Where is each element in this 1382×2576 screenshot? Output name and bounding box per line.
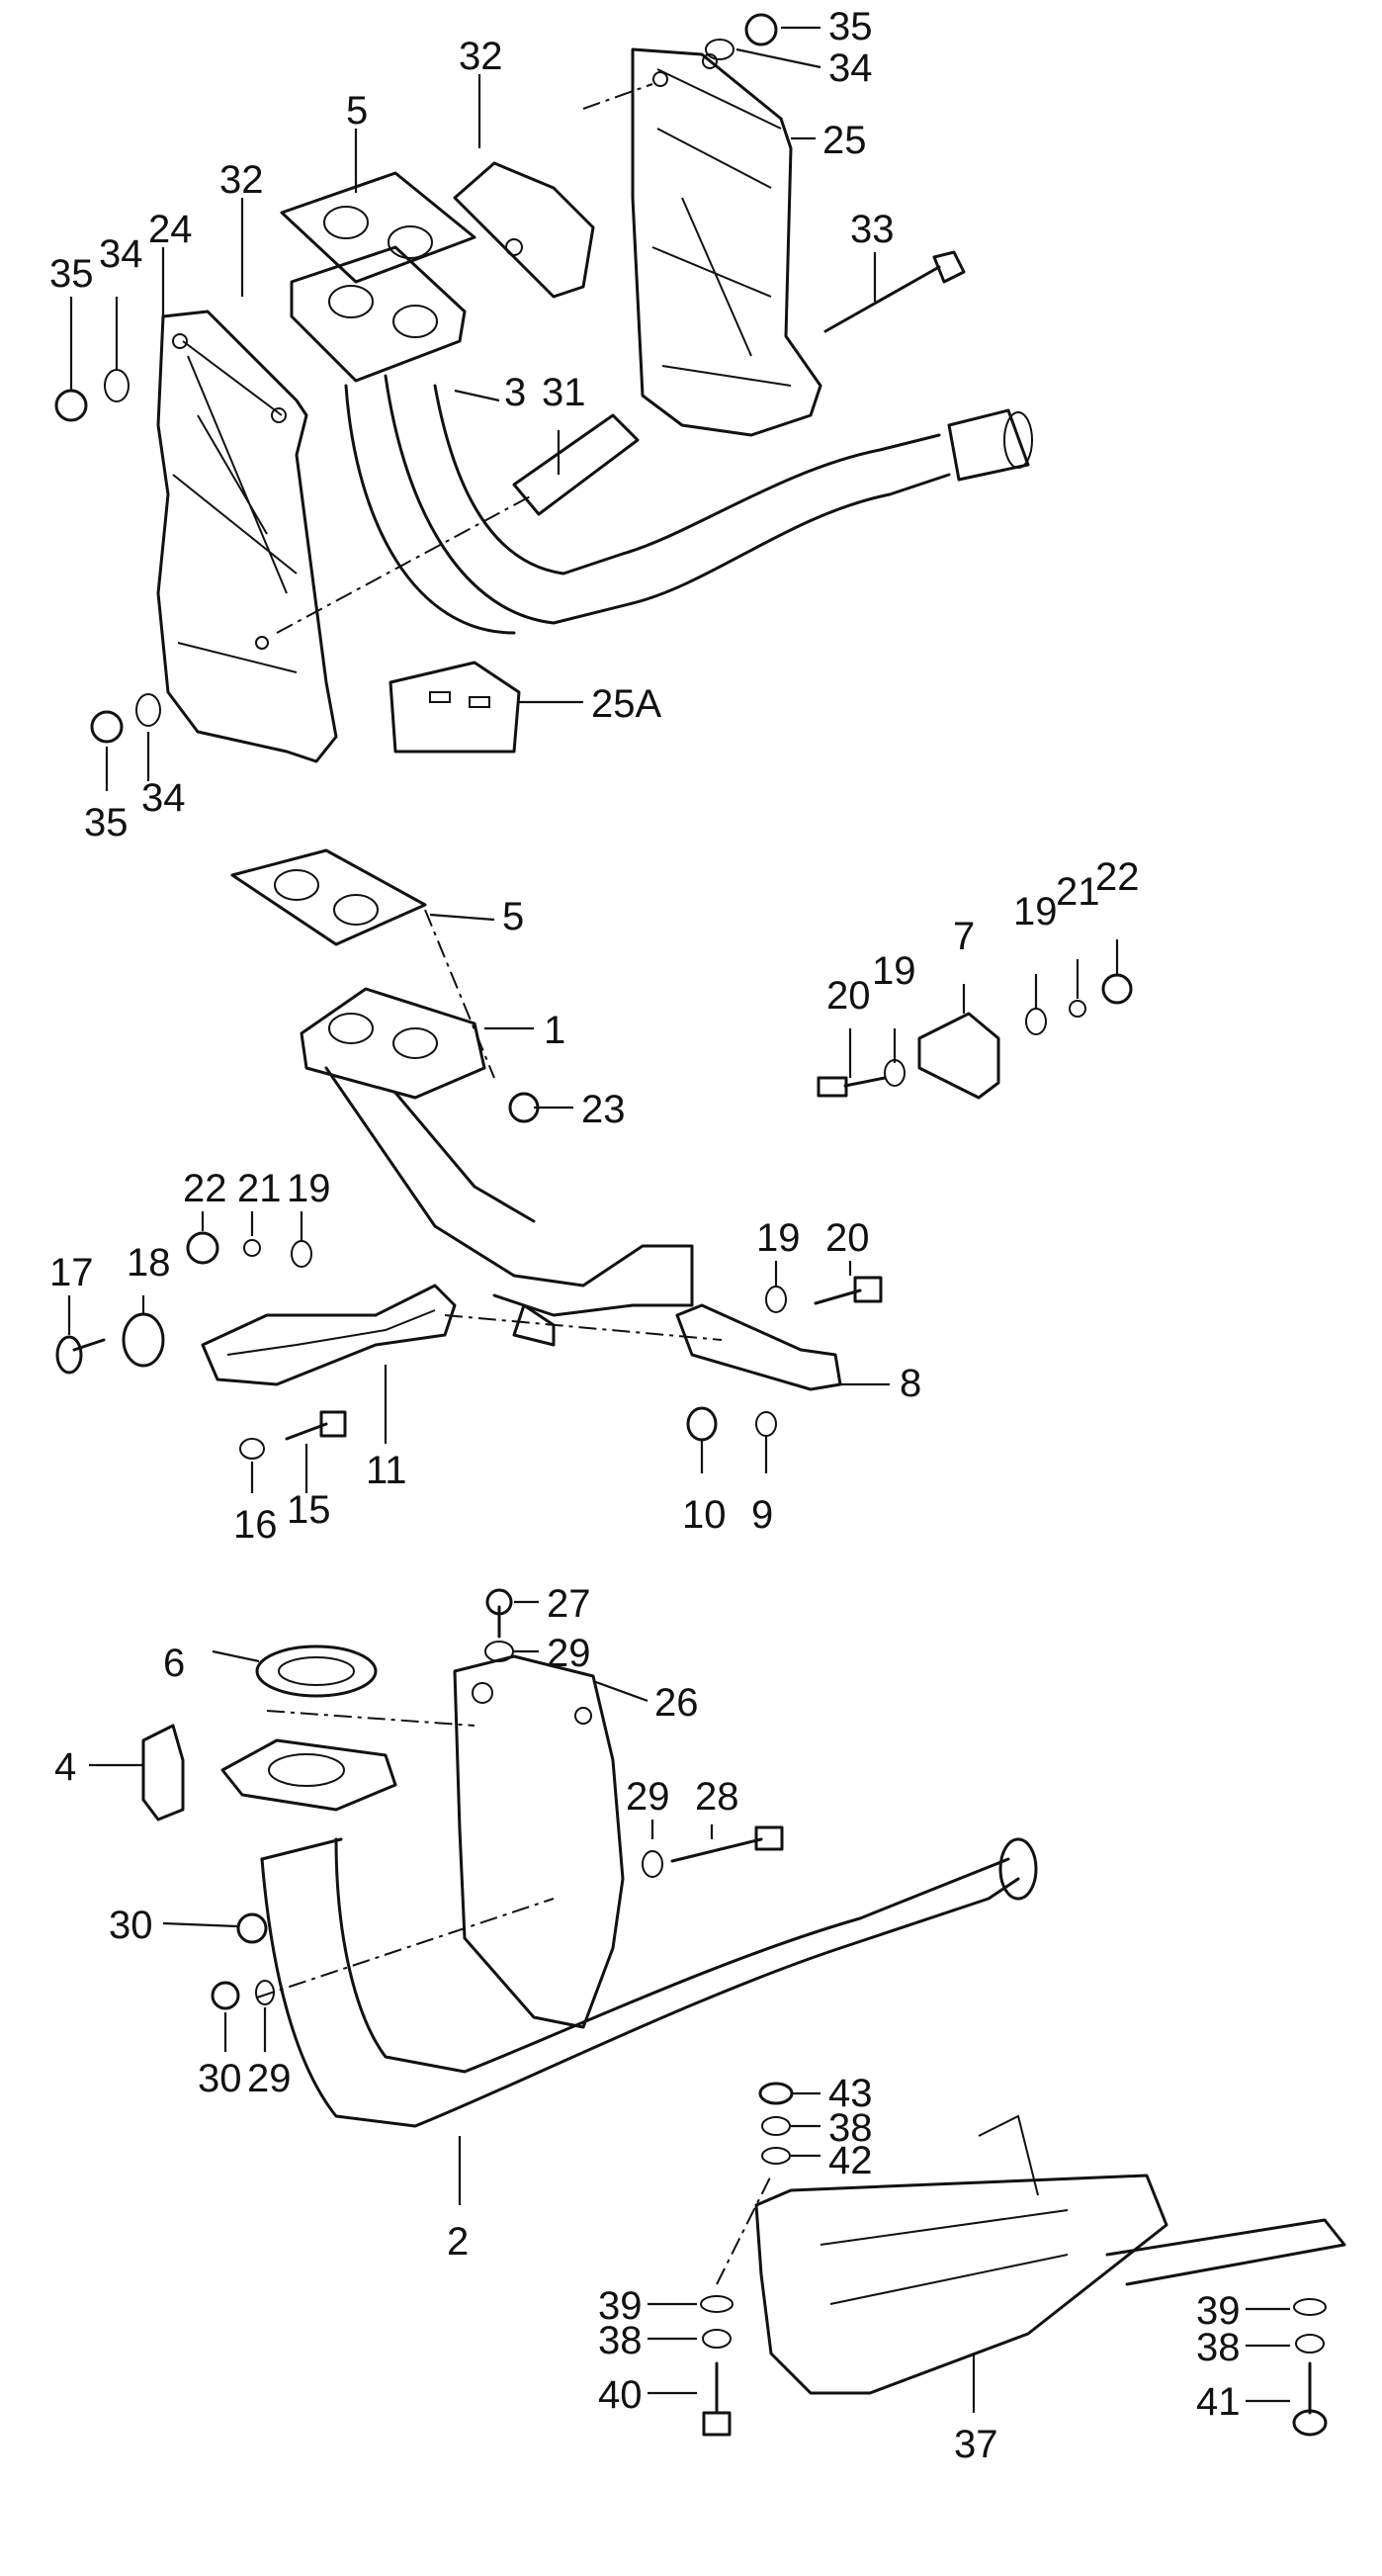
assembly-line-2	[582, 83, 653, 110]
callout-25A: 25A	[591, 682, 661, 726]
callout-2: 2	[447, 2220, 469, 2264]
sleeve-31	[512, 413, 640, 516]
bolts-washers-nuts-mid	[55, 973, 1133, 1460]
callout-35: 35	[84, 801, 129, 844]
callout-8: 8	[900, 1362, 921, 1405]
callout-20: 20	[825, 1216, 870, 1260]
callout-19: 19	[872, 949, 916, 993]
callout-27: 27	[547, 1582, 591, 1626]
leader-lines	[67, 26, 1290, 2413]
flange-gasket-5a	[280, 171, 476, 284]
assembly-line-6	[266, 1710, 475, 1727]
callout-4: 4	[54, 1745, 76, 1789]
callout-15: 15	[287, 1488, 331, 1532]
callout-10: 10	[682, 1493, 727, 1537]
bracket-25A	[389, 661, 521, 754]
callout-40: 40	[598, 2373, 643, 2417]
flange-lower	[220, 1738, 397, 1812]
callout-3: 3	[504, 371, 526, 414]
callout-17: 17	[49, 1251, 94, 1294]
nut-washer-35-34-left	[54, 13, 778, 744]
callout-38: 38	[598, 2319, 643, 2362]
flange-3	[290, 245, 467, 383]
assembly-line-1	[276, 493, 535, 634]
callout-5: 5	[502, 895, 524, 938]
bracket-7	[917, 1012, 1000, 1100]
callout-39: 39	[1196, 2289, 1241, 2333]
callout-19: 19	[287, 1167, 331, 1210]
exhaust-pipe-pair	[344, 374, 1033, 635]
bracket-8	[675, 1303, 842, 1391]
callout-34: 34	[99, 232, 143, 276]
manifold-1	[300, 987, 694, 1347]
callout-32: 32	[219, 158, 264, 202]
heat-shield-left	[156, 310, 338, 763]
callout-43: 43	[828, 2072, 873, 2115]
callout-38: 38	[1196, 2326, 1241, 2369]
assembly-line-3	[424, 909, 495, 1079]
callout-26: 26	[654, 1681, 699, 1725]
callout-30: 30	[109, 1904, 153, 1947]
ring-6	[255, 1644, 378, 1698]
bracket-32	[453, 161, 595, 299]
callout-11: 11	[366, 1449, 407, 1492]
callout-16: 16	[233, 1503, 278, 1547]
skid-plate-37	[754, 2114, 1346, 2395]
callout-32: 32	[459, 35, 503, 78]
callout-29: 29	[247, 2057, 292, 2100]
callout-34: 34	[141, 776, 186, 820]
pipe-2	[260, 1837, 1038, 2128]
callout-38: 38	[828, 2106, 873, 2150]
assembly-line-7	[716, 2175, 772, 2285]
callout-35: 35	[828, 5, 873, 48]
bracket-11	[201, 1284, 457, 1386]
callout-31: 31	[542, 371, 586, 414]
callout-28: 28	[695, 1775, 739, 1819]
callout-19: 19	[756, 1216, 801, 1260]
callout-18: 18	[127, 1241, 171, 1285]
callout-37: 37	[954, 2423, 998, 2466]
bolt-33	[823, 250, 966, 333]
callout-24: 24	[148, 208, 193, 251]
callout-39: 39	[598, 2284, 643, 2328]
heat-shield-26	[453, 1654, 625, 2029]
callout-22: 22	[1095, 855, 1140, 899]
callout-21: 21	[1056, 870, 1100, 914]
callout-22: 22	[183, 1167, 227, 1210]
callout-29: 29	[547, 1632, 591, 1675]
callout-6: 6	[163, 1642, 185, 1685]
callout-5: 5	[346, 89, 368, 133]
callout-23: 23	[581, 1088, 626, 1131]
callout-labels: 35 34 25 32 33 5 32 35 34 24 3 31 25A 35…	[49, 5, 1241, 2466]
callout-25: 25	[822, 119, 867, 162]
callout-35: 35	[49, 252, 94, 296]
callout-20: 20	[826, 974, 871, 1018]
callout-34: 34	[828, 46, 873, 90]
callout-29: 29	[626, 1775, 670, 1819]
callout-41: 41	[1196, 2380, 1241, 2424]
clip-4	[141, 1724, 185, 1821]
callout-21: 21	[237, 1167, 282, 1210]
callout-30: 30	[198, 2057, 242, 2100]
assembly-line-4	[444, 1314, 723, 1341]
callout-7: 7	[953, 915, 975, 958]
callout-42: 42	[828, 2139, 873, 2182]
callout-1: 1	[544, 1009, 565, 1052]
assembly-line-5	[256, 1898, 555, 1999]
heat-shield-right	[631, 47, 822, 437]
callout-33: 33	[850, 208, 895, 251]
callout-19: 19	[1013, 890, 1058, 933]
callout-9: 9	[751, 1493, 773, 1537]
flange-gasket-5b	[230, 848, 427, 946]
